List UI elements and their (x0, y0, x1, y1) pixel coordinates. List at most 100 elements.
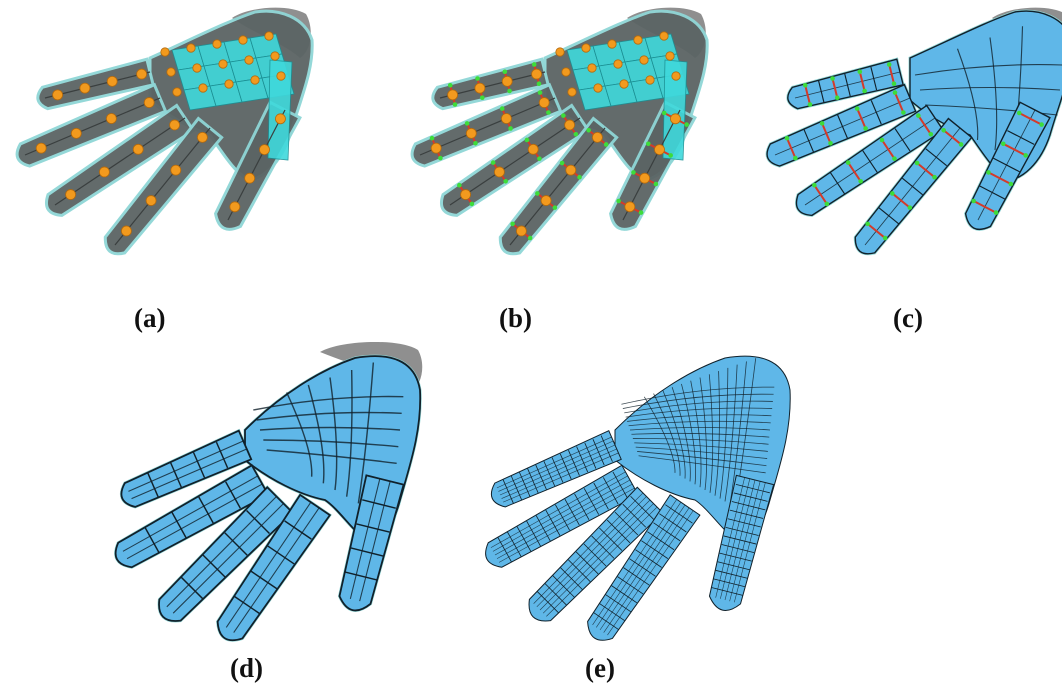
section-marker (1039, 122, 1044, 127)
section-marker (932, 175, 937, 180)
section-marker (457, 183, 462, 188)
section-marker (793, 156, 798, 161)
joint-marker (99, 167, 109, 177)
section-marker (639, 210, 644, 215)
section-marker (883, 236, 888, 241)
joint-marker (36, 143, 46, 153)
section-marker (604, 142, 609, 147)
panel-d: (d) (100, 340, 460, 650)
joint-marker (566, 165, 576, 175)
joint-marker (213, 40, 221, 48)
joint-marker (588, 64, 596, 72)
joint-marker (466, 128, 476, 138)
section-marker (820, 121, 825, 126)
section-marker (631, 170, 636, 175)
section-marker (491, 160, 496, 165)
section-marker (887, 62, 892, 67)
joint-marker (594, 84, 602, 92)
joint-marker (592, 132, 602, 142)
joint-marker (660, 32, 668, 40)
section-marker (865, 222, 870, 227)
section-marker (503, 69, 508, 74)
joint-marker (461, 190, 471, 200)
section-marker (785, 136, 790, 141)
joint-marker (265, 32, 273, 40)
section-marker (828, 141, 833, 146)
panel-c: (c) (760, 0, 1062, 300)
section-marker (503, 179, 508, 184)
panel-a-figure (0, 0, 340, 300)
section-marker (537, 156, 542, 161)
section-marker (525, 138, 530, 143)
joint-marker (672, 72, 680, 80)
joint-marker (475, 83, 485, 93)
joint-marker (277, 72, 285, 80)
section-marker (846, 160, 851, 165)
joint-marker (620, 80, 628, 88)
section-marker (1023, 153, 1028, 158)
joint-marker (137, 69, 147, 79)
section-marker (465, 121, 470, 126)
joint-marker (634, 36, 642, 44)
joint-marker (528, 144, 538, 154)
joint-marker (173, 88, 181, 96)
joint-marker (640, 173, 650, 183)
joint-marker (448, 90, 458, 100)
joint-marker (107, 76, 117, 86)
joint-marker (53, 90, 63, 100)
section-marker (830, 76, 835, 81)
joint-marker (133, 144, 143, 154)
joint-marker (245, 173, 255, 183)
joint-marker (539, 98, 549, 108)
joint-marker (614, 60, 622, 68)
joint-marker (568, 88, 576, 96)
section-marker (812, 183, 817, 188)
joint-marker (245, 56, 253, 64)
panel-b: (b) (395, 0, 735, 300)
section-marker (986, 170, 991, 175)
section-marker (901, 110, 906, 115)
section-marker (438, 156, 443, 161)
joint-marker (670, 114, 680, 124)
section-marker (1017, 111, 1022, 116)
section-marker (577, 175, 582, 180)
section-marker (1009, 182, 1014, 187)
section-marker (500, 106, 505, 111)
section-marker (929, 132, 934, 137)
section-marker (959, 142, 964, 147)
joint-marker (582, 44, 590, 52)
section-marker (825, 202, 830, 207)
section-marker (916, 113, 921, 118)
section-marker (448, 83, 453, 88)
joint-marker (640, 56, 648, 64)
section-marker (646, 142, 651, 147)
joint-marker (144, 98, 154, 108)
panel-b-figure (395, 0, 735, 300)
section-marker (971, 199, 976, 204)
joint-marker (646, 76, 654, 84)
joint-marker (161, 48, 169, 56)
caption-b: (b) (499, 305, 532, 332)
section-marker (470, 202, 475, 207)
joint-marker (146, 196, 156, 206)
section-marker (537, 81, 542, 86)
joint-marker (80, 83, 90, 93)
section-marker (893, 90, 898, 95)
section-marker (890, 191, 895, 196)
joint-marker (259, 145, 269, 155)
joint-marker (541, 196, 551, 206)
section-marker (507, 89, 512, 94)
joint-marker (431, 143, 441, 153)
panel-e: (e) (470, 340, 830, 650)
section-marker (808, 102, 813, 107)
joint-marker (501, 114, 511, 124)
caption-a: (a) (134, 305, 165, 332)
joint-marker (654, 145, 664, 155)
joint-marker (532, 69, 542, 79)
subdivided-quad-mesh (486, 356, 791, 640)
joint-marker (193, 64, 201, 72)
joint-marker (167, 68, 175, 76)
section-marker (892, 156, 897, 161)
joint-marker (199, 84, 207, 92)
section-marker (616, 199, 621, 204)
